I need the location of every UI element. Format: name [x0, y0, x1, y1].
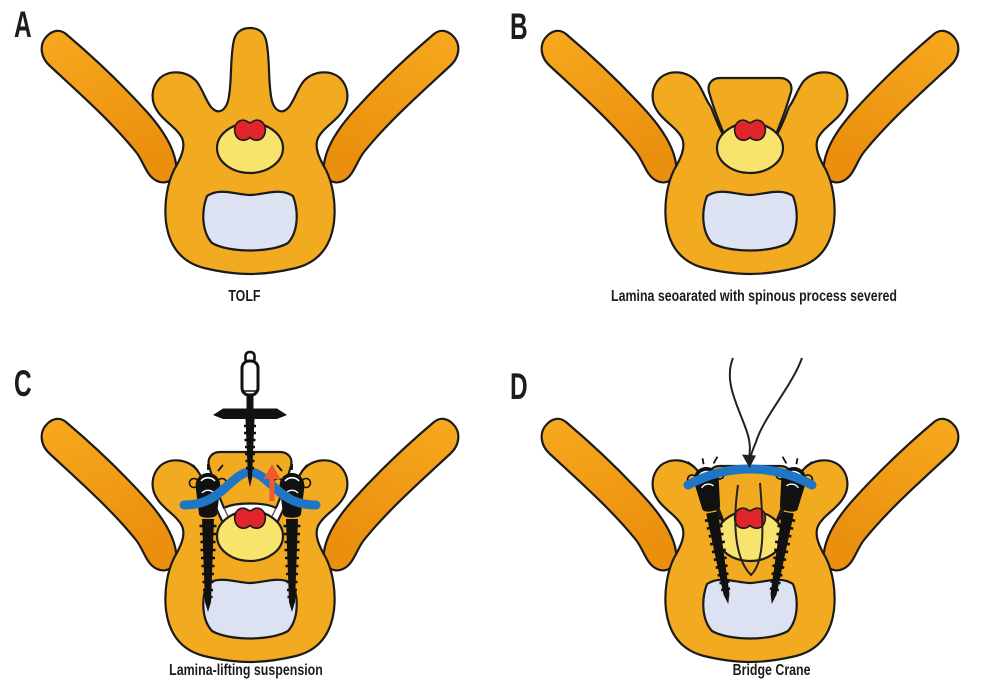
- vertebral-body-inner: [702, 578, 798, 640]
- vertebral-body-inner: [202, 190, 298, 252]
- lifting-screw-instrument: [213, 350, 287, 487]
- vertebra-severed-diagram: [540, 29, 960, 276]
- vertebral-body-inner: [702, 190, 798, 252]
- panel-c-caption: Lamina-lifting suspension: [169, 662, 323, 679]
- suture-threads: [728, 357, 803, 577]
- panel-d-letter: D: [510, 366, 528, 407]
- panel-a-caption: TOLF: [228, 288, 261, 305]
- vertebra-intact-diagram: [40, 26, 460, 276]
- panel-a: A TOLF: [0, 0, 500, 346]
- panel-c: C: [0, 346, 500, 692]
- lamina-lifting-diagram: [40, 350, 460, 664]
- panel-d: D Bridge Cr: [500, 346, 1000, 692]
- vertebral-body-inner: [202, 578, 298, 640]
- panel-a-letter: A: [14, 4, 32, 45]
- panel-b: B Lamina seoarated with spinous process …: [500, 0, 1000, 346]
- bridge-blue-rod: [683, 464, 817, 490]
- up-arrow-icon: [263, 464, 281, 501]
- panel-b-caption: Lamina seoarated with spinous process se…: [611, 288, 897, 305]
- spinal-cord-with-olf: [215, 507, 285, 563]
- bridge-crane-diagram: [540, 357, 960, 664]
- down-arrow-icon: [742, 454, 756, 468]
- panel-c-letter: C: [14, 363, 32, 404]
- panel-b-letter: B: [510, 6, 528, 47]
- panel-d-caption: Bridge Crane: [732, 662, 811, 679]
